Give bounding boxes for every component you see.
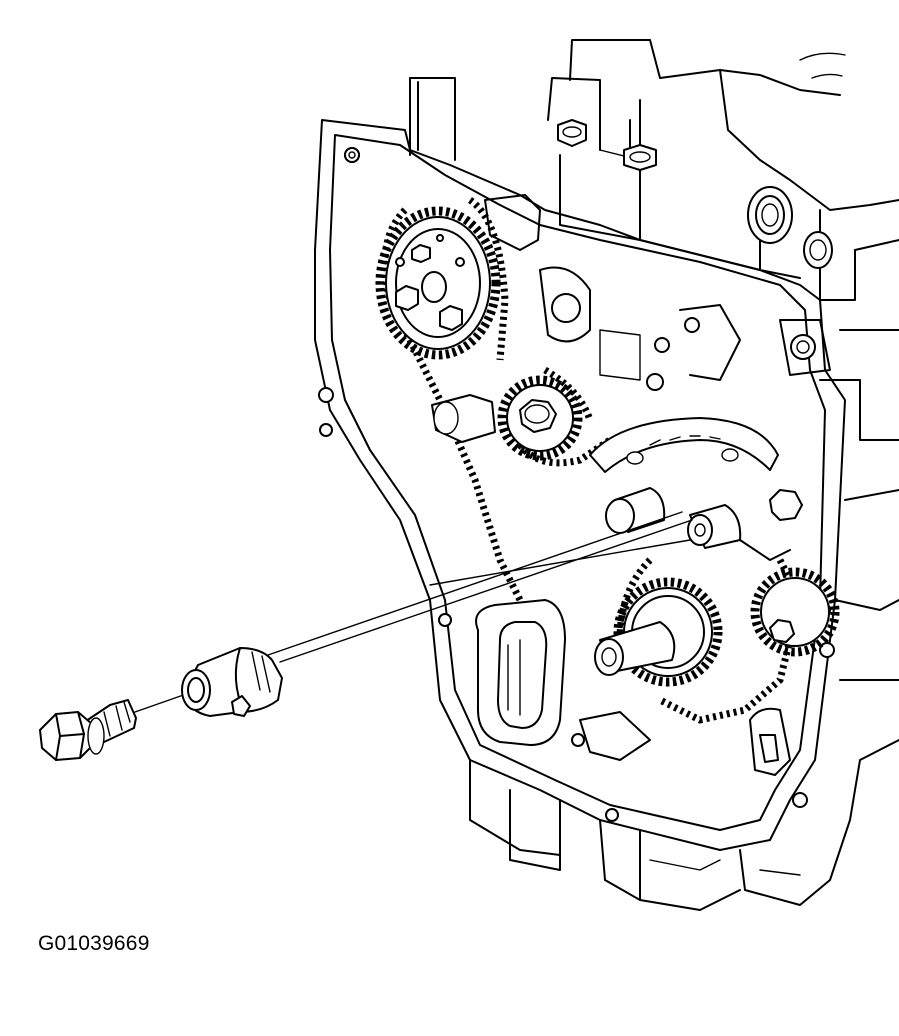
oil-pump-cavity xyxy=(475,599,566,746)
cylinder-head-upper xyxy=(409,39,899,441)
figure-id-label: G01039669 xyxy=(38,932,150,955)
bolt-head-top-1 xyxy=(557,119,587,147)
camshaft-sprocket xyxy=(375,206,501,360)
cam-seal-plug xyxy=(747,186,793,244)
balance-sprocket-right xyxy=(750,489,840,657)
chain-guide xyxy=(589,417,779,473)
timing-cover-flange xyxy=(314,119,846,851)
idler-sprocket xyxy=(431,375,583,461)
idler-bolt xyxy=(519,399,557,433)
flange-bolt xyxy=(39,699,137,761)
lower-right-boss xyxy=(579,707,791,776)
bolt-head-top-2 xyxy=(623,144,657,171)
sprocket-bolt xyxy=(395,244,463,331)
tensioner-bore xyxy=(605,487,791,561)
engine-block-lower xyxy=(469,489,899,911)
installation-guide-lines xyxy=(134,511,693,713)
sensor-body xyxy=(181,647,283,717)
crankshaft-sprocket xyxy=(594,577,723,687)
